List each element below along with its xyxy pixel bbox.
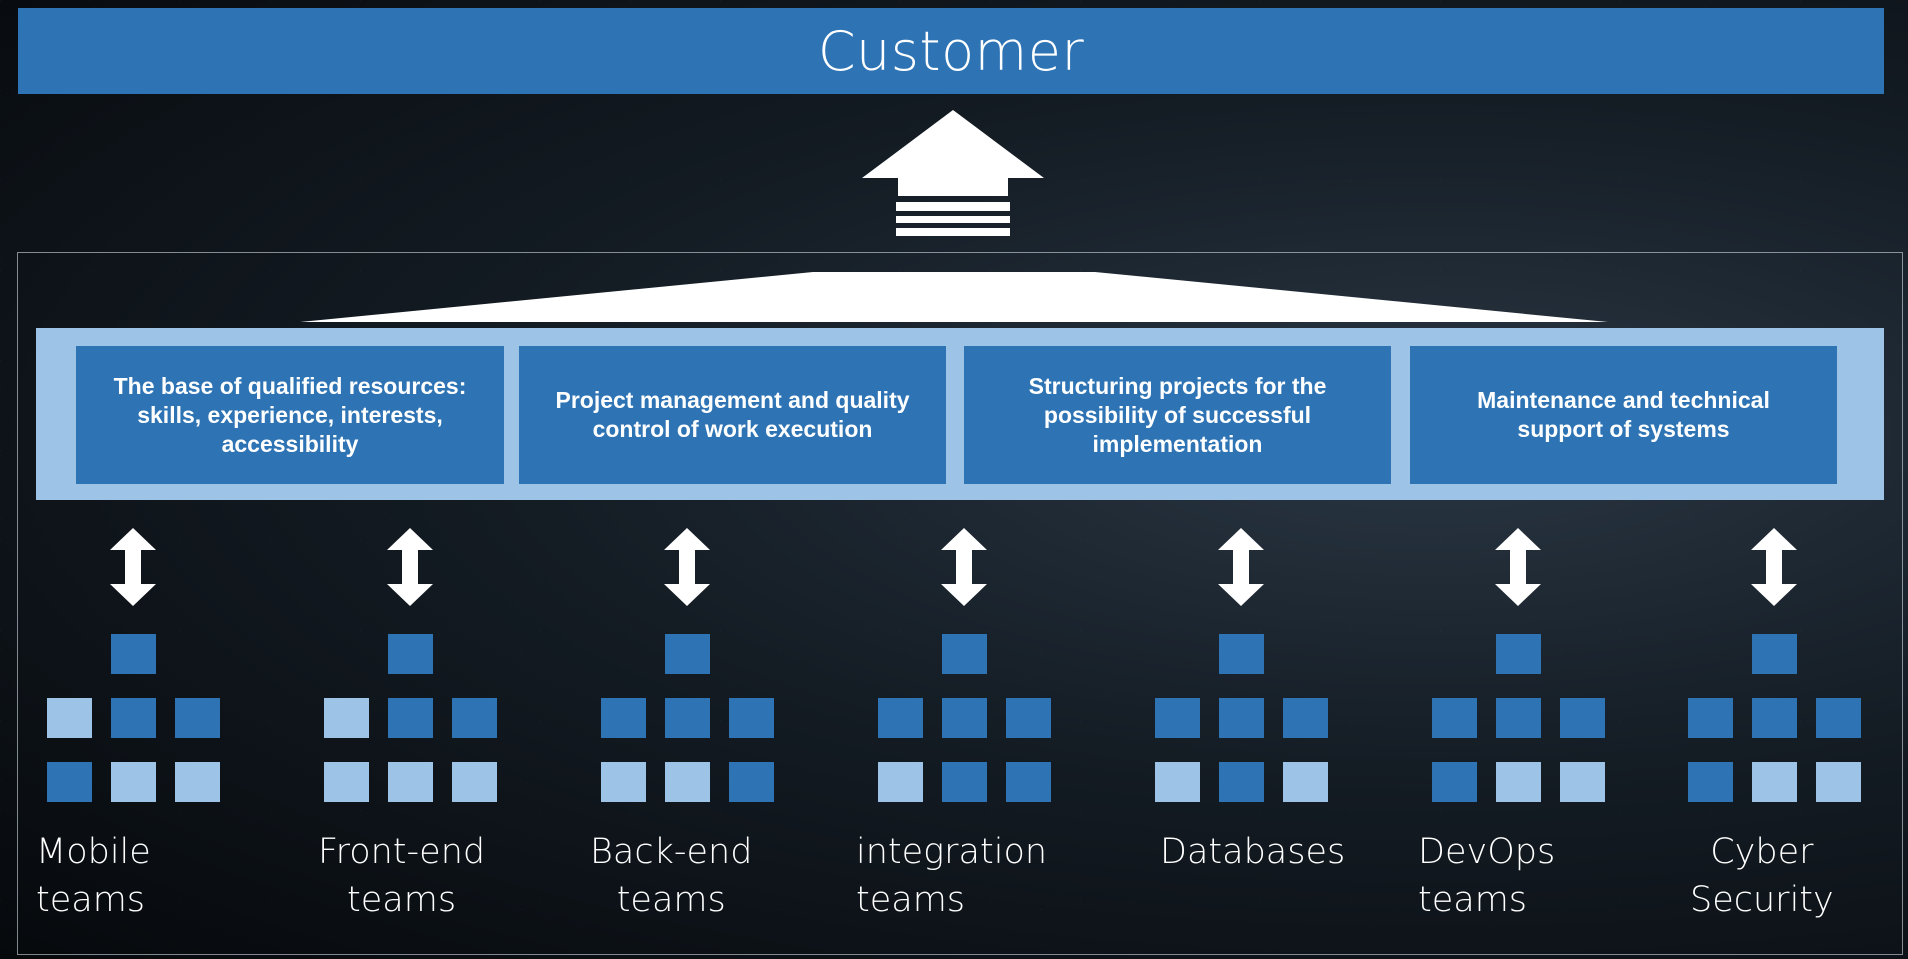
team-block [942,762,987,802]
team-label: Mobile teams [36,832,151,920]
team-label: DevOps teams [1418,832,1556,920]
team-block [1496,762,1541,802]
team-block [1006,698,1051,738]
team-block [729,762,774,802]
team-block [665,762,710,802]
team-block [601,762,646,802]
team-block [729,698,774,738]
teams-frame [17,252,1903,955]
team-block [1432,698,1477,738]
team-block [878,698,923,738]
team-label: Back-end teams [590,832,753,920]
team-block [1496,634,1541,674]
service-maintenance-support: Maintenance and technical support of sys… [1410,346,1837,484]
team-block [1752,762,1797,802]
team-block [1219,762,1264,802]
team-block [665,698,710,738]
team-block [1219,634,1264,674]
team-block [388,762,433,802]
team-block [1752,634,1797,674]
double-arrow-icon [1751,528,1797,606]
team-block [1816,762,1861,802]
team-label: Front-end teams [318,832,486,920]
team-block [175,762,220,802]
team-block [1155,698,1200,738]
team-block [1283,762,1328,802]
double-arrow-icon [387,528,433,606]
double-arrow-icon [1218,528,1264,606]
team-block [942,634,987,674]
team-block [47,698,92,738]
team-block [942,698,987,738]
double-arrow-icon [664,528,710,606]
team-block [324,698,369,738]
team-block [452,762,497,802]
team-block [1219,698,1264,738]
team-block [111,762,156,802]
service-project-management: Project management and quality control o… [519,346,946,484]
team-block [388,698,433,738]
team-block [1155,762,1200,802]
team-block [1560,698,1605,738]
team-label: integration teams [856,832,1048,920]
team-block [452,698,497,738]
team-block [1688,762,1733,802]
double-arrow-icon [110,528,156,606]
team-block [1816,698,1861,738]
team-block [47,762,92,802]
team-block [665,634,710,674]
team-block [601,698,646,738]
team-block [1006,762,1051,802]
team-label: Cyber Security [1690,832,1834,920]
double-arrow-icon [1495,528,1541,606]
team-block [878,762,923,802]
team-block [1496,698,1541,738]
aggregation-trapezoid [300,272,1608,322]
team-block [1688,698,1733,738]
service-project-structuring: Structuring projects for the possibility… [964,346,1391,484]
up-arrow-icon [862,110,1044,236]
team-block [324,762,369,802]
team-block [1752,698,1797,738]
double-arrow-icon [941,528,987,606]
team-block [1283,698,1328,738]
team-label: Databases [1160,832,1346,872]
service-qualified-resources: The base of qualified resources: skills,… [76,346,504,484]
team-block [1432,762,1477,802]
team-block [111,698,156,738]
team-block [111,634,156,674]
customer-title: Customer [817,19,1085,83]
customer-bar: Customer [18,8,1884,94]
team-block [175,698,220,738]
team-block [388,634,433,674]
team-block [1560,762,1605,802]
